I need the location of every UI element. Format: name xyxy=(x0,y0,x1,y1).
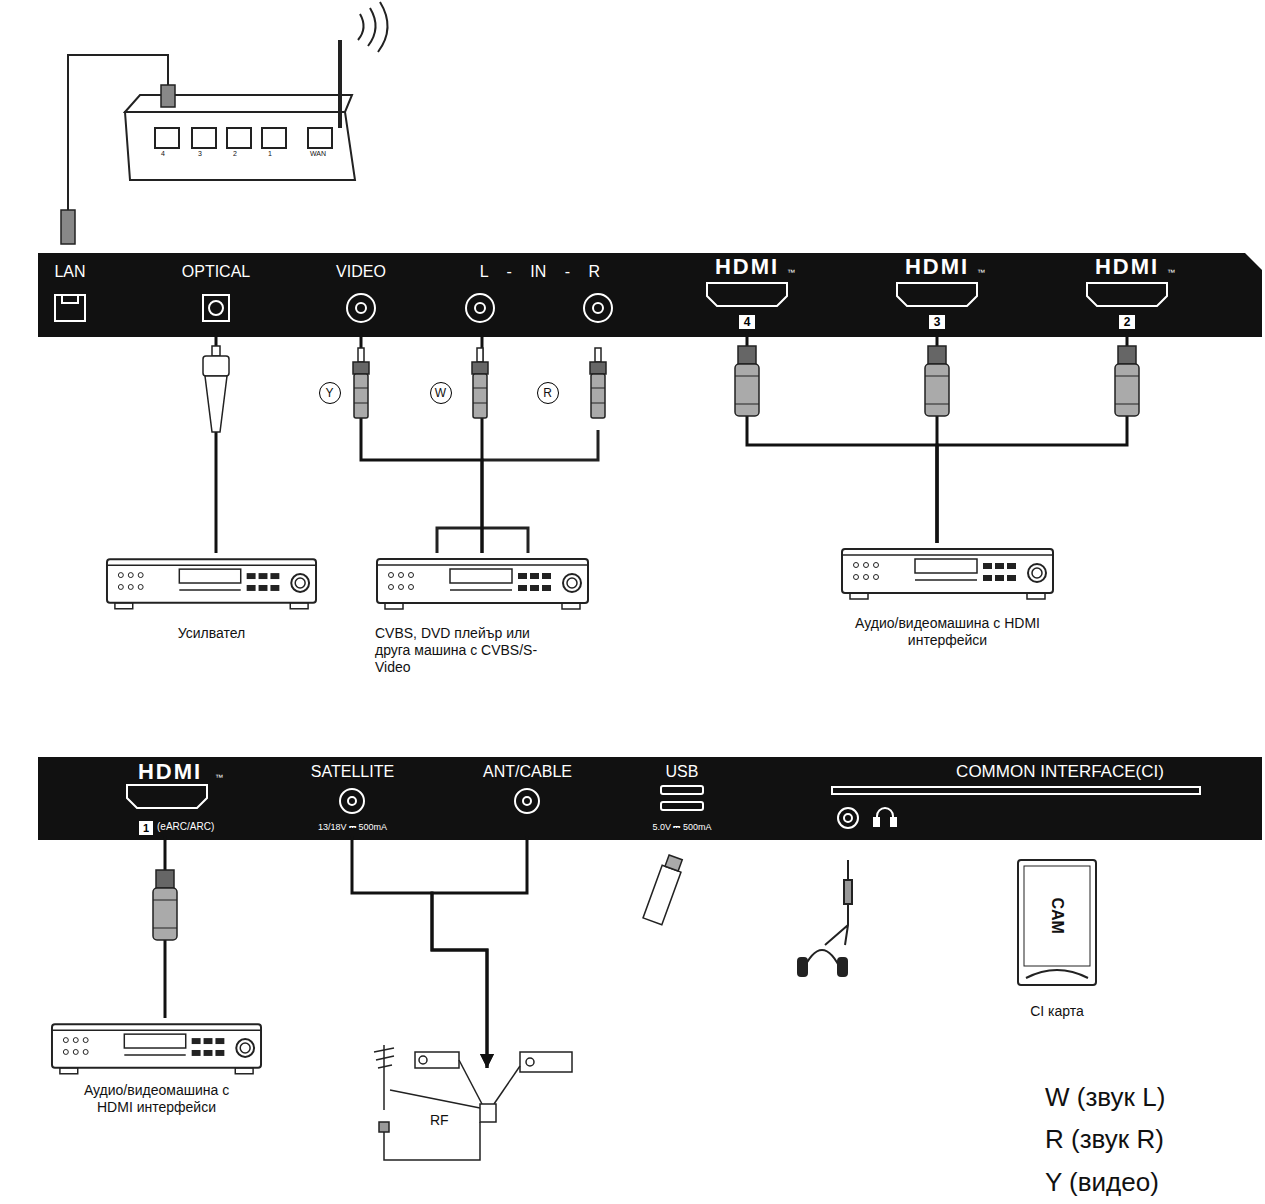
node-label: VIDEO xyxy=(321,262,401,281)
node-label: CAM xyxy=(1047,886,1066,946)
port-number: 1 xyxy=(268,150,272,158)
node-label: Аудио/видеомашина с HDMI интерфейси xyxy=(840,615,1055,649)
node-label: W xyxy=(431,386,450,400)
cable xyxy=(361,332,482,553)
node-label: SATELLITE xyxy=(290,762,415,781)
amplifier: Усилвател xyxy=(105,553,318,653)
antenna-port: ANT/CABLE xyxy=(465,762,590,836)
node-label: HDMI xyxy=(125,761,215,783)
node-text: CI карта xyxy=(1000,1003,1114,1020)
port-number: 4 xyxy=(161,150,165,158)
hdmi-arc-port: HDMI™ 1 (eARC/ARC) xyxy=(115,760,265,836)
node-label: CVBS, DVD плейър или друга машина с CVBS… xyxy=(375,625,545,675)
color-code: R xyxy=(537,382,559,404)
node-label: COMMON INTERFACE(CI) xyxy=(900,762,1220,782)
panel-band xyxy=(38,757,1262,840)
headphones xyxy=(798,860,852,976)
node-text: 2 xyxy=(1119,315,1135,329)
optical-plug xyxy=(203,346,229,432)
node-label: R xyxy=(538,386,557,400)
node-label: HDMI xyxy=(702,256,792,278)
hdmi-plug xyxy=(1115,346,1139,416)
node-text: ™ xyxy=(977,268,989,278)
node-label: HDMI xyxy=(1082,256,1172,278)
optical-port: OPTICAL xyxy=(171,262,261,332)
node-label: ANT/CABLE xyxy=(465,762,590,781)
port-number: 3 xyxy=(198,150,202,158)
satellite-port: SATELLITE 13/18V ⎓ 500mA xyxy=(290,762,415,836)
node-label: Аудио/видеомашина с HDMI интерфейси xyxy=(71,1082,242,1116)
node-text: 3 xyxy=(929,315,945,329)
node-label: L - IN - R xyxy=(450,262,630,281)
node-text: ™ xyxy=(1167,268,1179,278)
video-port: VIDEO xyxy=(321,262,401,332)
panel-jacks xyxy=(127,785,1200,828)
node-text: 5.0V ⎓ 500mA xyxy=(637,822,727,833)
node-label: Y xyxy=(320,386,339,400)
ci-slot: COMMON INTERFACE(CI) xyxy=(900,762,1220,784)
node-label: OPTICAL xyxy=(171,262,261,281)
audio-in-port: L - IN - R xyxy=(450,262,630,332)
lan-port: LAN xyxy=(40,262,100,332)
hdmi-port: HDMI™ 2 xyxy=(1077,256,1181,332)
hdmi-device xyxy=(842,549,1053,599)
legend-note: R (звук R) xyxy=(1045,1125,1164,1155)
rf-junction: RF xyxy=(428,1068,500,1132)
rca-plug xyxy=(590,348,606,418)
rca-wire xyxy=(482,430,598,460)
cable xyxy=(747,332,937,543)
node-label: Усилвател xyxy=(105,625,318,642)
cable xyxy=(937,332,1127,543)
legend-note: W (звук L) xyxy=(1045,1083,1165,1113)
hdmi-port: HDMI™ 3 xyxy=(887,256,991,332)
node-label: HDMI xyxy=(892,256,982,278)
rca-plug xyxy=(353,348,369,418)
color-code: W xyxy=(430,382,452,404)
antenna-assembly xyxy=(374,1045,572,1160)
usb-port: USB 5.0V ⎓ 500mA xyxy=(637,762,727,836)
lan-cable xyxy=(61,55,175,244)
node-label: RF xyxy=(430,1112,454,1129)
node-text: 1 xyxy=(139,821,153,835)
port-number: WAN xyxy=(310,150,326,158)
port-number: 2 xyxy=(233,150,237,158)
hdmi-plug xyxy=(735,346,759,416)
ci-card: CAM CI карта xyxy=(1000,860,1114,1028)
node-text: (eARC/ARC) xyxy=(157,821,257,833)
dvd-player: CVBS, DVD плейър или друга машина с CVBS… xyxy=(375,553,590,688)
hdmi-device xyxy=(52,1024,261,1074)
dvd-player xyxy=(377,559,588,609)
node-label: LAN xyxy=(40,262,100,281)
node-text: 4 xyxy=(739,315,755,329)
color-code: Y xyxy=(319,382,341,404)
usb-stick xyxy=(643,854,685,925)
ci-card xyxy=(1018,860,1096,985)
node-text: ™ xyxy=(215,773,227,783)
cable xyxy=(432,836,527,1068)
node-text: 13/18V ⎓ 500mA xyxy=(290,822,415,833)
cable xyxy=(352,836,487,1068)
hdmi-device: Аудио/видеомашина с HDMI интерфейси xyxy=(50,1018,263,1120)
router xyxy=(125,2,388,180)
hdmi-plug xyxy=(925,346,949,416)
rca-plug xyxy=(472,348,488,418)
hdmi-port: HDMI™ 4 xyxy=(697,256,801,332)
amplifier xyxy=(107,559,316,609)
node-label: USB xyxy=(637,762,727,781)
hdmi-plug xyxy=(153,870,177,940)
hdmi-device: Аудио/видеомашина с HDMI интерфейси xyxy=(840,543,1055,658)
legend-note: Y (видео) xyxy=(1045,1168,1159,1198)
panel-band xyxy=(38,253,1262,337)
node-text: ™ xyxy=(787,268,799,278)
panel-jacks xyxy=(55,283,1167,322)
